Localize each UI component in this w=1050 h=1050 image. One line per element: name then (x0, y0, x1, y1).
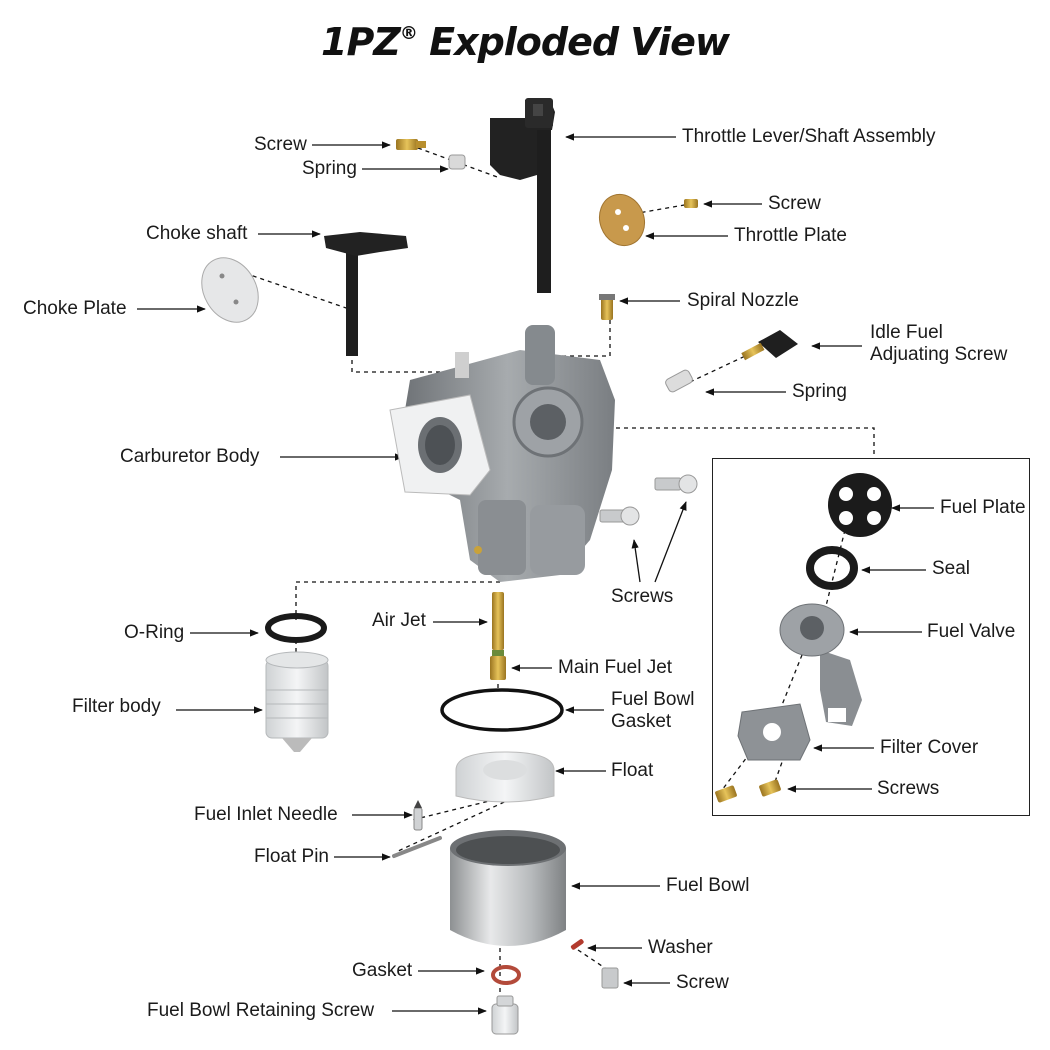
throttle-plate-part (598, 193, 646, 247)
screw-top-part (396, 139, 426, 150)
label-float: Float (611, 760, 654, 781)
screw-bottom-part (601, 967, 619, 989)
fuel-valve-part (779, 603, 862, 726)
label-filter-cover: Filter Cover (880, 737, 979, 758)
screws-inset-part (715, 779, 781, 803)
label-screw-bottom: Screw (676, 972, 729, 993)
screw-throttle-part (684, 199, 698, 208)
label-throttle-lever: Throttle Lever/Shaft Assembly (682, 126, 936, 147)
fuel-inlet-needle-part (413, 800, 423, 831)
fuel-bowl-retaining-screw-part (491, 995, 519, 1035)
choke-plate-part (201, 257, 259, 323)
title-rest: Exploded View (416, 20, 730, 64)
label-float-pin: Float Pin (254, 846, 329, 867)
label-throttle-plate: Throttle Plate (734, 225, 847, 246)
title-main: 1PZ (321, 20, 401, 64)
gasket-part (491, 965, 521, 985)
leader-screws-body-a (631, 539, 641, 583)
label-gasket: Gasket (352, 960, 413, 981)
label-seal: Seal (932, 558, 971, 579)
label-fuel-inlet-needle: Fuel Inlet Needle (194, 804, 338, 825)
spring-idle-part (665, 369, 693, 393)
fuel-bowl-gasket-part (440, 688, 564, 732)
main-fuel-jet-part (490, 650, 506, 680)
label-washer: Washer (648, 937, 713, 958)
label-air-jet: Air Jet (372, 610, 426, 631)
label-fuel-bowl-retaining-screw: Fuel Bowl Retaining Screw (147, 1000, 375, 1021)
spiral-nozzle-part (599, 294, 615, 320)
label-carburetor-body: Carburetor Body (120, 446, 260, 467)
idle-fuel-screw-part (741, 330, 798, 361)
leader-screws-body-b (654, 501, 687, 583)
label-screw-throttle: Screw (768, 193, 821, 214)
fuel-bowl-part (450, 830, 566, 946)
label-fuel-bowl-gasket-line2: Gasket (611, 711, 672, 732)
label-spring-top: Spring (302, 158, 357, 179)
throttle-lever-shaft (490, 98, 555, 293)
label-fuel-plate: Fuel Plate (940, 497, 1026, 518)
float-pin-part (392, 836, 442, 858)
label-fuel-bowl-gasket-line1: Fuel Bowl (611, 689, 695, 710)
screws-body-part (599, 474, 698, 526)
label-screw-top: Screw (254, 134, 307, 155)
seal-part (806, 546, 858, 590)
title-registered-mark: ® (399, 23, 418, 44)
label-filter-body: Filter body (72, 696, 161, 717)
label-fuel-valve: Fuel Valve (927, 621, 1016, 642)
label-spiral-nozzle: Spiral Nozzle (687, 290, 799, 311)
label-spring-idle: Spring (792, 381, 847, 402)
label-choke-shaft: Choke shaft (146, 223, 248, 244)
label-main-fuel-jet: Main Fuel Jet (558, 657, 673, 678)
label-idle-fuel-line2: Adjuating Screw (870, 344, 1008, 365)
washer-part (570, 939, 584, 950)
label-screws-body: Screws (611, 586, 674, 607)
filter-body-part (265, 651, 329, 752)
diagram-title: 1PZ® Exploded View (0, 20, 1050, 64)
filter-cover-part (737, 703, 811, 761)
air-jet-part (492, 592, 504, 650)
leader-arrows (137, 133, 934, 1015)
o-ring-part (265, 613, 327, 643)
spring-top-part (448, 154, 466, 170)
fuel-valve-inset-box (712, 458, 1030, 816)
carburetor-body-part (389, 325, 615, 582)
choke-shaft-part (324, 232, 408, 356)
float-part (455, 751, 555, 803)
label-o-ring: O-Ring (124, 622, 185, 643)
fuel-plate-part (828, 473, 892, 537)
label-screws-inset: Screws (877, 778, 940, 799)
label-idle-fuel-line1: Idle Fuel (870, 322, 943, 343)
label-choke-plate: Choke Plate (23, 298, 127, 319)
label-fuel-bowl: Fuel Bowl (666, 875, 750, 896)
